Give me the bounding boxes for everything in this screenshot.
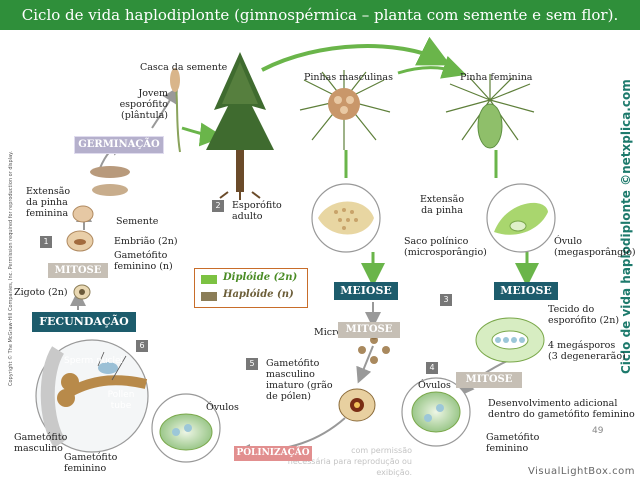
label-gametofito-masculino: Gametófito masculino xyxy=(14,432,68,454)
label-gametofito-feminino-n: Gametófito feminino (n) xyxy=(114,250,173,272)
label-extensao-pinha: Extensão da pinha xyxy=(419,194,465,216)
step-number-1: 1 xyxy=(40,236,52,248)
stage-fecundacao: FECUNDAÇÃO xyxy=(32,312,136,332)
label-pinhas-masculinas: Pinhas masculinas xyxy=(304,72,393,83)
male-cone xyxy=(299,70,391,150)
label-saco-polinico: Saco polínico (microsporângio) xyxy=(404,236,487,258)
label-megasporos: 4 megásporos (3 degenerarão) xyxy=(548,340,626,362)
side-credit: Ciclo de vida haplodiplonte ©netxplica.c… xyxy=(619,79,633,374)
page-title: Ciclo de vida haplodiplonte (gimnospérmi… xyxy=(0,0,640,30)
label-gametofito-feminino-bottom: Gametófito feminino xyxy=(64,452,118,474)
label-casca-semente: Casca da semente xyxy=(140,62,228,73)
copyright-note: Copyright © The McGraw-Hill Companies, I… xyxy=(8,151,14,386)
page-number: 49 xyxy=(592,426,604,436)
label-ovulos-bottom: Óvulos xyxy=(206,402,239,413)
label-semente: Semente xyxy=(116,216,159,227)
step-number-2: 2 xyxy=(212,200,224,212)
stage-germinacao: GERMINAÇÃO xyxy=(74,136,164,154)
label-esporofito-adulto: Esporófito adulto xyxy=(232,200,282,222)
faded-permission-note: com permissão necessária para reprodução… xyxy=(287,446,412,477)
stage-mitose-left: MITOSE xyxy=(48,263,108,278)
label-desenvolvimento-adicional: Desenvolvimento adicional dentro do game… xyxy=(488,398,635,420)
stage-mitose-center: MITOSE xyxy=(338,322,400,338)
ploidy-legend: Diplóide (2n) Haplóide (n) xyxy=(194,268,308,308)
label-ovulos-right: Óvulos xyxy=(418,380,451,391)
stage-polinizacao: POLINIZAÇÃO xyxy=(234,446,312,461)
label-gametofito-feminino-right: Gametófito feminino xyxy=(486,432,540,454)
step-number-3: 3 xyxy=(440,294,452,306)
stage-mitose-right: MITOSE xyxy=(456,372,522,388)
label-gametofito-masculino-imaturo: Gametófito masculino imaturo (grão de pó… xyxy=(266,358,333,402)
watermark: VisualLightBox.com xyxy=(528,466,635,477)
arrow-tree-to-cones xyxy=(261,36,451,72)
step-number-5: 5 xyxy=(246,358,258,370)
label-extensao-pinha-feminina: Extensão da pinha feminina xyxy=(26,186,71,219)
label-sperm-nuclei: Sperm nuclei xyxy=(64,356,124,366)
label-pollen-tube: Pollen tube xyxy=(107,390,135,411)
female-cone xyxy=(445,74,535,141)
legend-diploid-swatch xyxy=(201,275,217,284)
label-zigoto: Zigoto (2n) xyxy=(14,287,68,298)
label-pinha-feminina: Pinha feminina xyxy=(460,72,533,83)
legend-diploid-label: Diplóide (2n) xyxy=(223,272,298,283)
label-jovem-esporofito: Jovem esporófito (plântula) xyxy=(119,88,168,121)
stage-meiose-left: MEIOSE xyxy=(334,282,398,300)
legend-haploid-swatch xyxy=(201,292,217,301)
step-number-6: 6 xyxy=(136,340,148,352)
stage-meiose-right: MEIOSE xyxy=(494,282,558,300)
step-number-4: 4 xyxy=(426,362,438,374)
label-embriao: Embrião (2n) xyxy=(114,236,178,247)
label-ovulo-megasporangio: Óvulo (megasporângio) xyxy=(554,236,636,258)
label-tecido-esporofito: Tecido do esporófito (2n) xyxy=(548,304,620,326)
legend-haploid-label: Haplóide (n) xyxy=(223,289,294,300)
